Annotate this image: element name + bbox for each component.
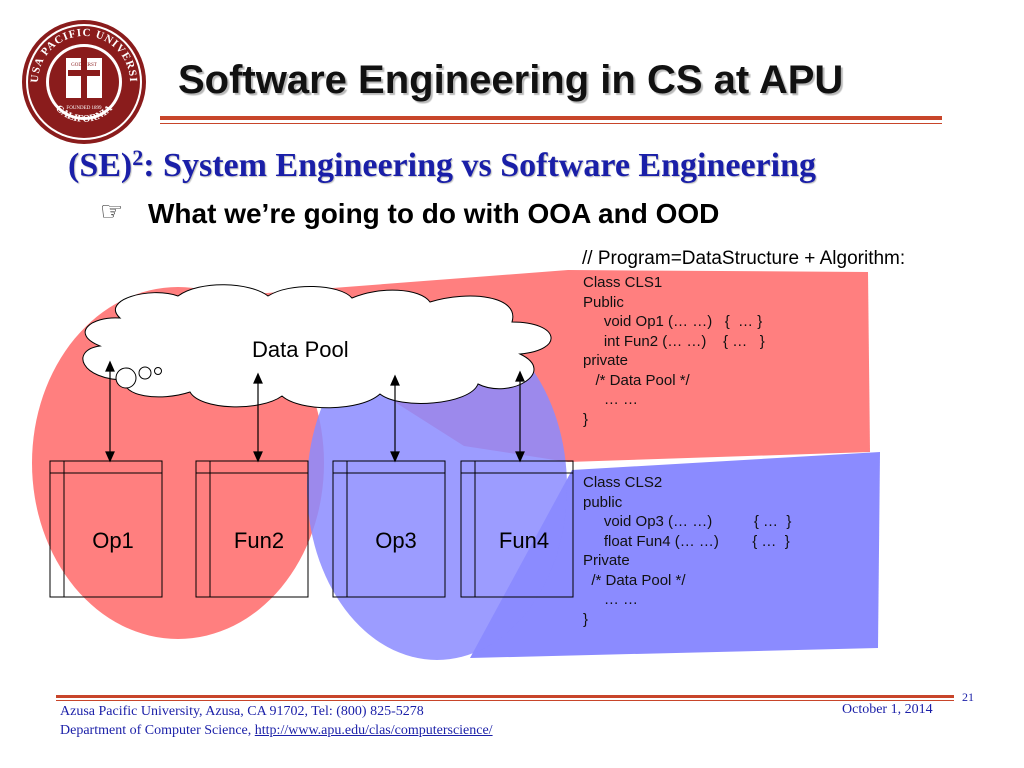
class2-code: Class CLS2 public void Op3 (… …) { … } f… [583, 474, 792, 628]
slide-subtitle: (SE)2: System Engineering vs Software En… [68, 145, 816, 184]
fun2-box [195, 460, 309, 598]
op3-box [332, 460, 446, 598]
footer-line2: Department of Computer Science, http://w… [60, 723, 493, 738]
fun2-label: Fun2 [233, 528, 285, 553]
op3-label: Op3 [375, 528, 417, 553]
page-number: 21 [962, 690, 974, 704]
class1-code: Class CLS1 Public void Op1 (… …) { … } i… [583, 274, 765, 428]
footer-date: October 1, 2014 [842, 702, 933, 717]
svg-text:GOD FIRST: GOD FIRST [71, 63, 97, 68]
ooa-ood-diagram [32, 270, 880, 660]
footer-address: Azusa Pacific University, Azusa, CA 9170… [60, 702, 493, 740]
op1-label: Op1 [92, 528, 134, 553]
footer-line1: Azusa Pacific University, Azusa, CA 9170… [60, 704, 424, 719]
university-seal-logo: AZUSA PACIFIC UNIVERSITY CALIFORNIA GOD … [20, 18, 146, 144]
slide-title: Software Engineering in CS at APU [178, 58, 844, 102]
pointing-hand-icon: ☞ [100, 196, 124, 226]
svg-text:FOUNDED 1899: FOUNDED 1899 [66, 106, 102, 111]
footer-rule-thin [56, 700, 954, 701]
footer-rule [56, 695, 954, 698]
fun4-label: Fun4 [498, 528, 550, 553]
op1-box [49, 460, 163, 598]
blue-ellipse [307, 314, 567, 660]
fun4-box [460, 460, 574, 598]
bullet-text: What we’re going to do with OOA and OOD [148, 198, 720, 229]
data-pool-label: Data Pool [252, 337, 349, 362]
department-link[interactable]: http://www.apu.edu/clas/computerscience/ [254, 723, 493, 738]
title-rule [160, 116, 942, 120]
data-pool-cloud [82, 284, 552, 409]
title-rule-thin [160, 123, 942, 124]
code-header: // Program=DataStructure + Algorithm: [582, 248, 906, 269]
